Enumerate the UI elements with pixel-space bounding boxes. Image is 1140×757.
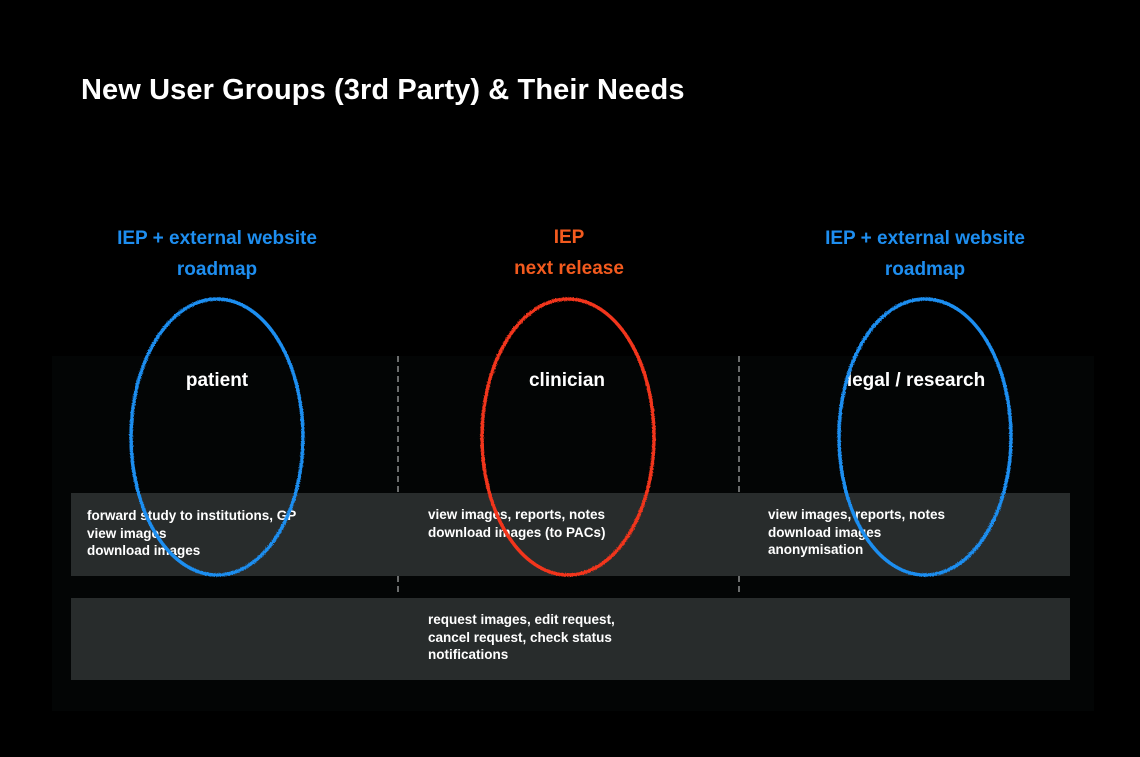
column-divider bbox=[738, 356, 740, 592]
need-item: view images, reports, notes bbox=[428, 507, 606, 522]
need-item: notifications bbox=[428, 647, 509, 662]
slide-title: New User Groups (3rd Party) & Their Need… bbox=[81, 74, 685, 106]
patient-needs: forward study to institutions, GP view i… bbox=[87, 507, 296, 560]
need-item: view images, reports, notes bbox=[768, 507, 946, 522]
need-item: view images bbox=[87, 525, 167, 541]
tag-line: roadmap bbox=[884, 259, 966, 280]
tag-line: IEP + external website bbox=[825, 228, 1025, 249]
role-clinician: clinician bbox=[528, 370, 606, 391]
tag-legal-research-scope: IEP + external website roadmap bbox=[775, 223, 1075, 285]
need-item: cancel request, check status bbox=[428, 629, 612, 645]
shared-needs: request images, edit request, cancel req… bbox=[428, 611, 615, 664]
need-item: anonymisation bbox=[768, 542, 864, 557]
need-item: download images bbox=[87, 543, 201, 558]
role-patient: patient bbox=[185, 370, 249, 391]
column-divider bbox=[397, 356, 399, 592]
tag-patient-scope: IEP + external website roadmap bbox=[67, 223, 367, 285]
legal-research-needs: view images, reports, notes download ima… bbox=[768, 506, 945, 559]
tag-clinician-scope: IEP next release bbox=[419, 222, 719, 284]
tag-line: IEP bbox=[553, 227, 585, 248]
clinician-needs: view images, reports, notes download ima… bbox=[428, 506, 606, 541]
tag-line: next release bbox=[514, 258, 624, 279]
need-item: download images (to PACs) bbox=[428, 524, 606, 540]
need-item: forward study to institutions, GP bbox=[87, 508, 297, 523]
need-item: download images bbox=[768, 524, 882, 540]
need-item: request images, edit request, bbox=[428, 612, 615, 627]
tag-line: IEP + external website bbox=[117, 228, 317, 249]
shared-needs-band bbox=[71, 598, 1070, 680]
role-legal-research: legal / research bbox=[846, 370, 986, 391]
tag-line: roadmap bbox=[176, 259, 258, 280]
